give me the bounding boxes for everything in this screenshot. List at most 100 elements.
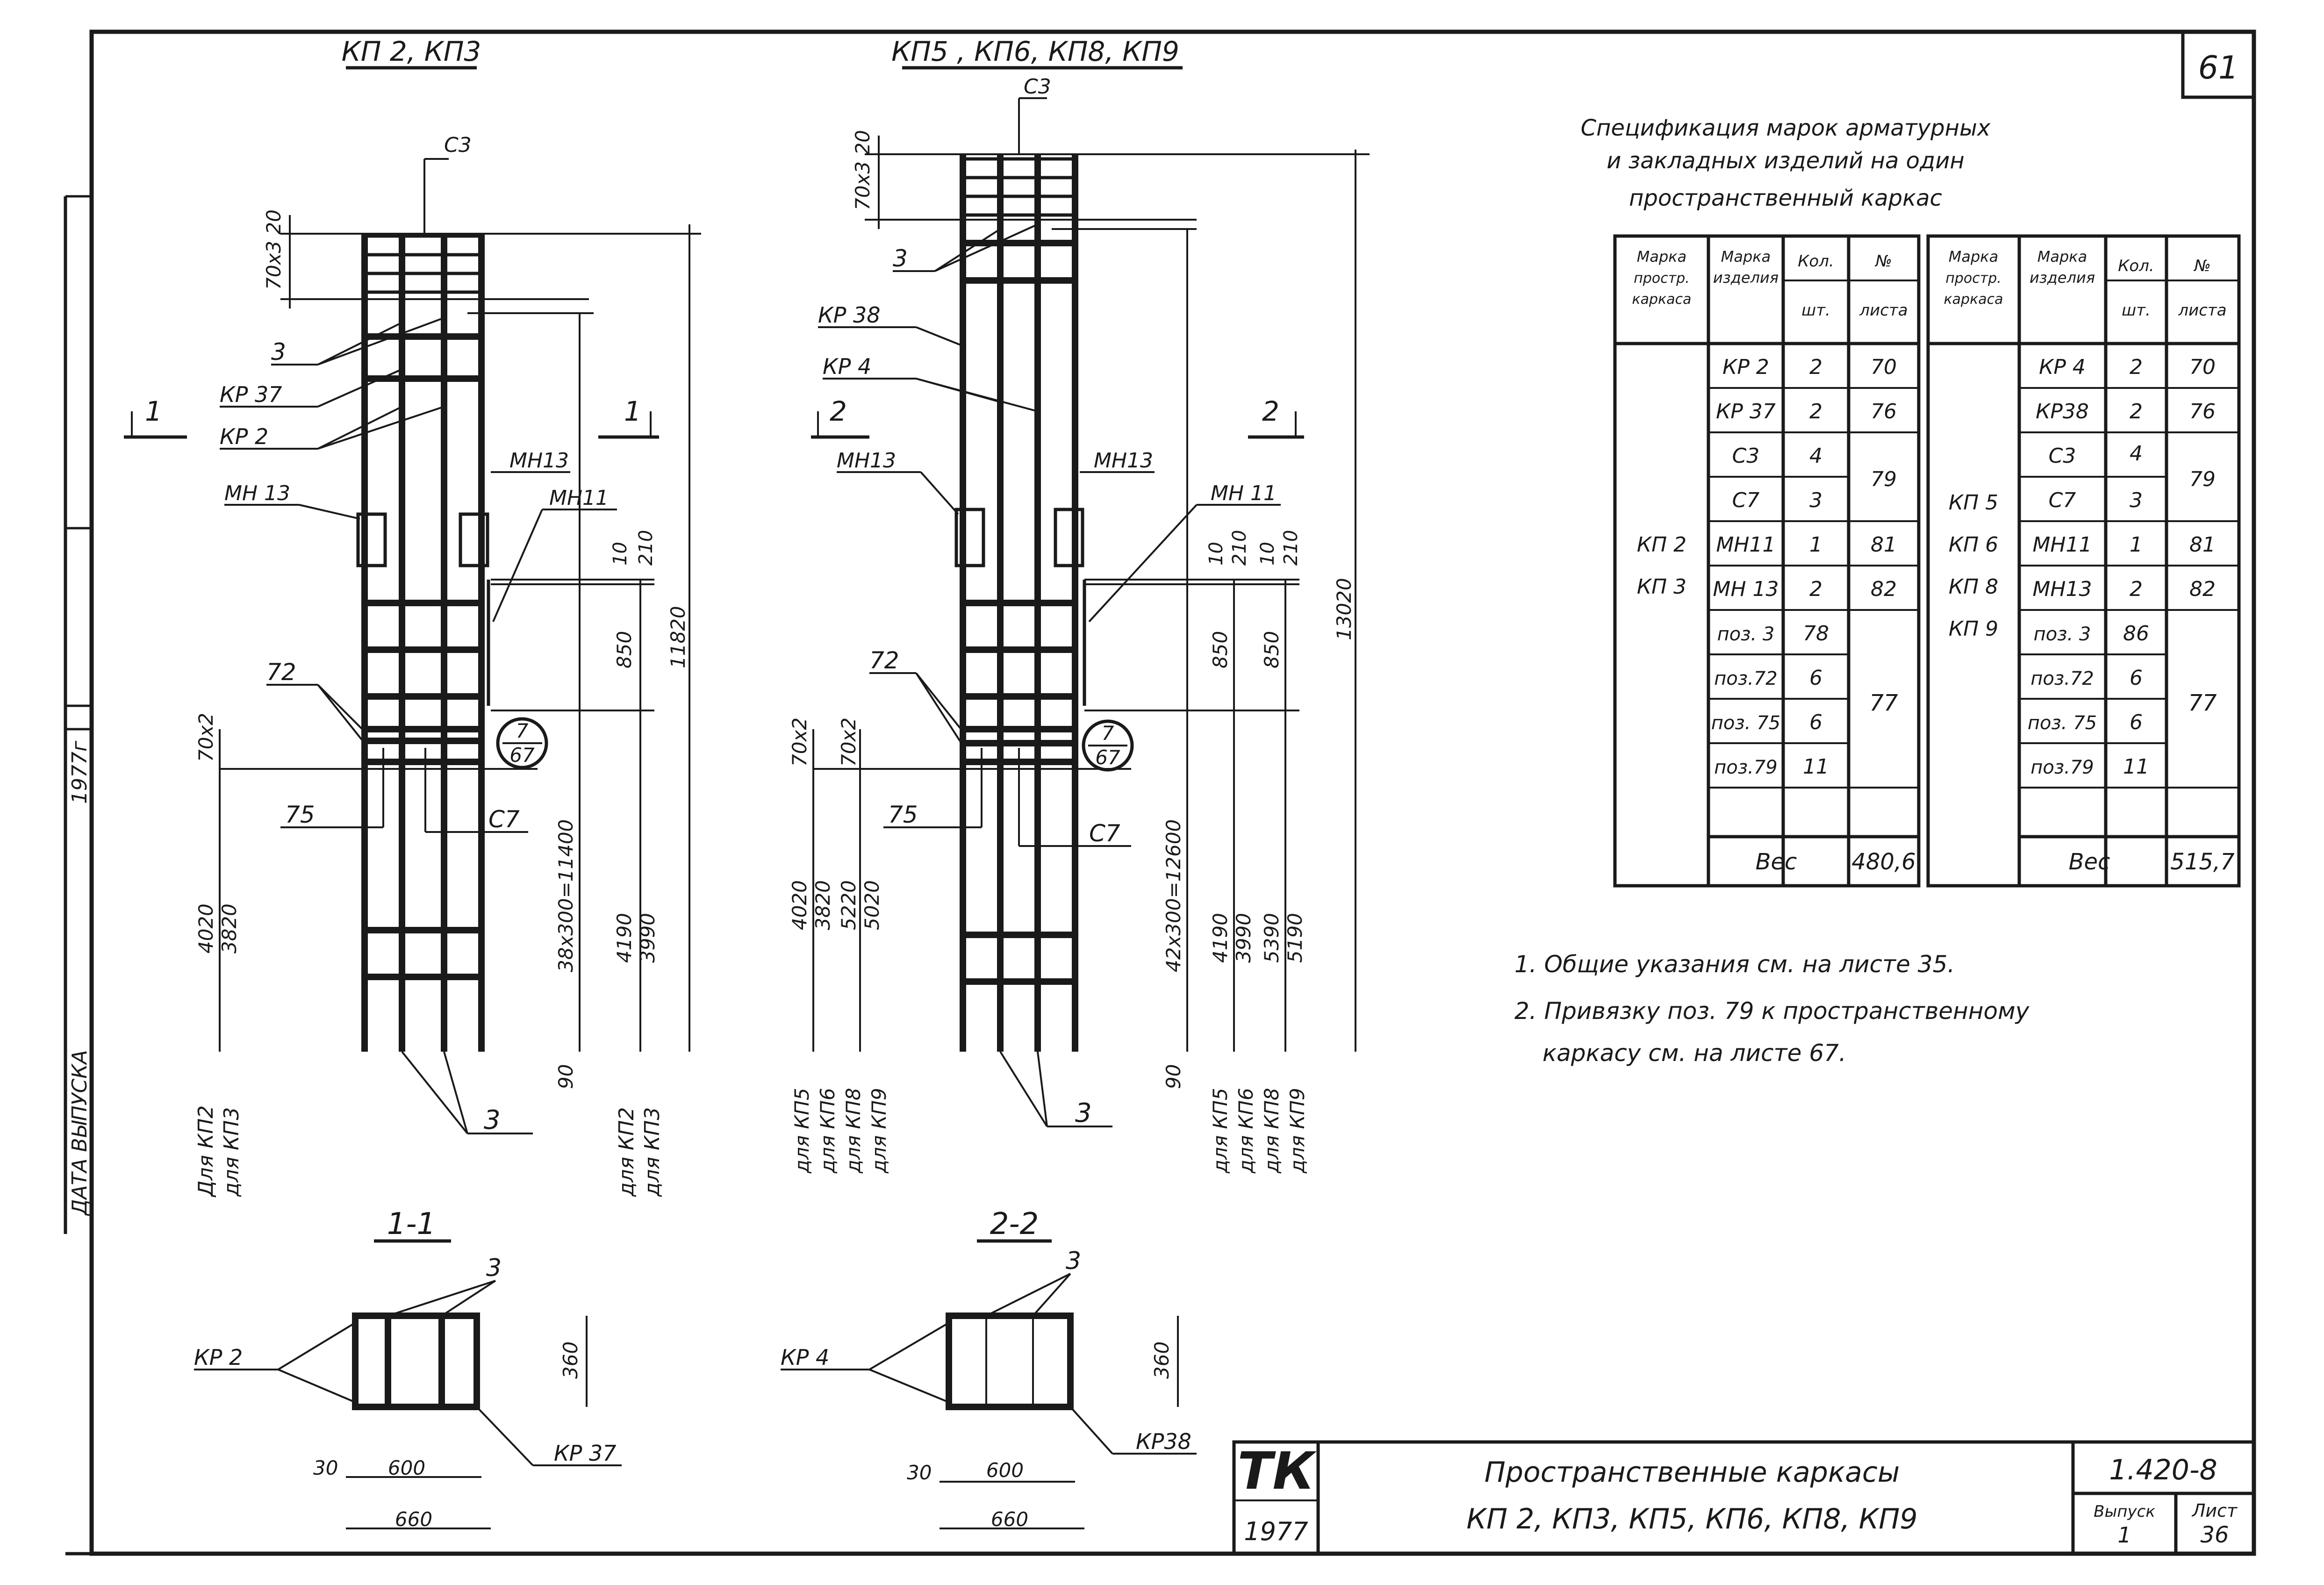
dim-10: 10 — [610, 542, 631, 566]
weight-label: Вес — [1756, 849, 1797, 875]
item-cell: МН 13 — [1713, 577, 1779, 601]
spec-title-line: Спецификация марок арматурных — [1581, 115, 1991, 141]
dim-4020: 4020 — [194, 904, 217, 954]
leader — [476, 1406, 534, 1466]
leader — [299, 504, 360, 520]
frame-mark: КП 6 — [1949, 533, 1998, 557]
header-cell: листа — [1859, 301, 1908, 320]
dim-70x2: 70х2 — [788, 717, 811, 767]
leader — [986, 1273, 1071, 1317]
sheet-number: 61 — [2198, 50, 2239, 86]
dim-30: 30 — [313, 1456, 338, 1479]
qty-cell: 6 — [1809, 710, 1822, 734]
caption-for-kp8: для КП8 — [842, 1088, 865, 1174]
label-kr38: КР38 — [1136, 1429, 1191, 1454]
header-cell: шт. — [1801, 301, 1830, 320]
sheet-cell: 76 — [2189, 400, 2216, 423]
header-cell: простр. — [1634, 270, 1690, 287]
sheet-cell: 81 — [2189, 533, 2216, 557]
frame-mark: КП 8 — [1949, 575, 1998, 599]
dim-70x2: 70х2 — [194, 713, 217, 762]
title-block: ТК 1977 Пространственные каркасы КП 2, К… — [1232, 1440, 2256, 1556]
label-pos3: 3 — [484, 1105, 501, 1135]
header-cell: Кол. — [1798, 252, 1834, 271]
leader — [916, 378, 1038, 412]
dim-210: 210 — [1280, 530, 1302, 566]
sheet-value: 36 — [2200, 1522, 2229, 1548]
header-cell: Кол. — [2118, 257, 2154, 275]
label-kr37: КР 37 — [554, 1441, 617, 1466]
label-mn13: МН13 — [509, 449, 569, 473]
section-title: 2-2 — [990, 1207, 1039, 1241]
item-cell: С3 — [1732, 444, 1760, 468]
frame-mark: КП 3 — [1637, 575, 1686, 599]
dim-660: 660 — [395, 1508, 432, 1531]
section-mark: 1 — [145, 395, 162, 427]
note-line: 2. Привязку поз. 79 к пространственному — [1514, 997, 2030, 1025]
qty-cell: 6 — [1809, 666, 1822, 690]
header-cell: Марка — [1721, 248, 1771, 265]
sheet-cell: 79 — [1871, 467, 1897, 491]
leader — [915, 672, 964, 746]
label-c3: С3 — [1024, 75, 1051, 99]
section-outline — [352, 1312, 480, 1410]
weight-label: Вес — [2069, 849, 2110, 875]
leader — [317, 317, 445, 366]
dim-210: 210 — [635, 530, 657, 566]
caption-for-kp3: для КП3 — [640, 1107, 664, 1197]
header-cell: изделия — [1713, 269, 1779, 287]
label-kr38: КР 38 — [818, 302, 881, 328]
leader — [317, 368, 402, 408]
dim-90: 90 — [1162, 1064, 1185, 1089]
leader — [492, 509, 543, 622]
qty-cell: 11 — [1803, 755, 1829, 779]
weight-value: 480,6 — [1851, 849, 1915, 875]
dim-3990: 3990 — [636, 913, 659, 963]
item-cell: поз. 75 — [2028, 712, 2097, 734]
item-cell: поз. 3 — [2034, 624, 2091, 645]
label-mn13: МН13 — [837, 449, 896, 473]
item-cell: поз.79 — [2030, 757, 2094, 778]
frame-mark: КП 2 — [1637, 533, 1686, 557]
sheet-cell: 79 — [2189, 467, 2216, 491]
caption-for-kp9: для КП9 — [1286, 1088, 1309, 1174]
detail-callout — [496, 717, 548, 769]
item-cell: МН13 — [2032, 577, 2092, 601]
left-view-title: КП 2, КП3 — [342, 36, 481, 67]
label-c3: С3 — [444, 133, 472, 157]
label-kr2: КР 2 — [220, 424, 268, 449]
dim-13020: 13020 — [1333, 578, 1356, 640]
item-cell: КР 37 — [1716, 400, 1776, 423]
dim-38x300: 38х300=11400 — [554, 819, 577, 972]
leader — [317, 406, 402, 450]
dim-10: 10 — [1257, 542, 1278, 566]
dim-42x300: 42х300=12600 — [1162, 819, 1185, 972]
tk-logo: ТК — [1238, 1441, 1317, 1501]
header-cell: простр. — [1945, 270, 2001, 287]
qty-cell: 3 — [1809, 488, 1822, 512]
leader — [920, 471, 959, 515]
header-cell: изделия — [2030, 269, 2095, 287]
callout-bottom: 67 — [509, 744, 535, 767]
section-title: 1-1 — [387, 1207, 436, 1241]
leader — [277, 1322, 356, 1370]
stamp-year: 1977г — [68, 740, 92, 804]
dim-600: 600 — [986, 1459, 1024, 1482]
leader — [915, 672, 964, 732]
item-cell: КР 4 — [2039, 355, 2086, 379]
drawing-title: Пространственные каркасы — [1485, 1456, 1900, 1489]
item-cell: КР38 — [2036, 400, 2089, 423]
callout-bottom: 67 — [1095, 746, 1120, 769]
leader — [868, 1322, 950, 1370]
leader — [869, 1369, 949, 1403]
section-mark: 2 — [830, 395, 847, 427]
callout-top: 7 — [516, 719, 529, 742]
spec-title-line: пространственный каркас — [1629, 185, 1942, 211]
dim-850: 850 — [1260, 631, 1283, 668]
notes: 1. Общие указания см. на листе 35. 2. Пр… — [1514, 951, 2030, 1067]
item-cell: поз. 75 — [1711, 712, 1780, 734]
dim-10: 10 — [1205, 542, 1227, 566]
sheet-cell: 81 — [1871, 533, 1897, 557]
leader — [317, 322, 402, 366]
